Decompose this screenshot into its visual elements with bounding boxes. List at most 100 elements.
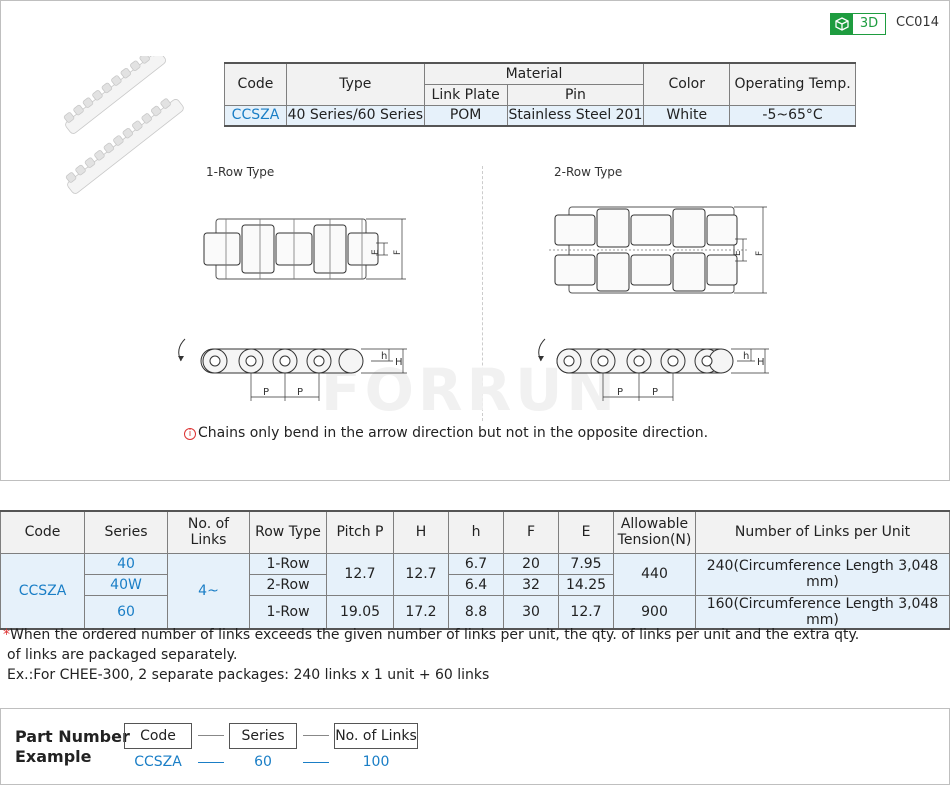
table-row: 40W 2-Row 6.4 32 14.25 bbox=[1, 573, 950, 596]
col-links: No. of Links bbox=[167, 510, 250, 554]
one-row-label: 1-Row Type bbox=[206, 165, 275, 179]
col-H: H bbox=[393, 510, 449, 554]
spec-header-color: Color bbox=[643, 62, 731, 106]
footnote-line-3: Ex.:For CHEE-300, 2 separate packages: 2… bbox=[7, 667, 490, 683]
dim-p-1: P bbox=[263, 387, 269, 398]
cell-pitch: 12.7 bbox=[326, 552, 394, 596]
one-row-side-diagram: h H P P bbox=[178, 338, 407, 401]
dim-p-4: P bbox=[652, 387, 658, 398]
pn-value-separator bbox=[303, 762, 329, 763]
col-F: F bbox=[503, 510, 559, 554]
product-code: CC014 bbox=[896, 15, 939, 30]
two-row-side-diagram: h H P P bbox=[538, 338, 769, 401]
part-number-title-2: Example bbox=[15, 747, 92, 766]
dim-p-2: P bbox=[297, 387, 303, 398]
part-number-title: Part Number Example bbox=[15, 727, 130, 767]
bend-note-text: Chains only bend in the arrow direction … bbox=[198, 425, 709, 441]
cell-row-type: 1-Row bbox=[249, 552, 327, 575]
pn-field-series: Series bbox=[229, 723, 297, 749]
dimension-table: Code Series No. of Links Row Type Pitch … bbox=[0, 510, 950, 630]
product-photo bbox=[63, 56, 184, 194]
spec-table: Code Type Material Color Operating Temp.… bbox=[224, 62, 856, 127]
table-row: 60 1-Row 19.05 17.2 8.8 30 12.7 900 160(… bbox=[1, 594, 950, 629]
footnote-line-2: of links are packaged separately. bbox=[7, 647, 238, 663]
col-tension: Allowable Tension(N) bbox=[613, 510, 696, 554]
cell-h: 6.7 bbox=[448, 552, 504, 575]
spec-link-plate: POM bbox=[423, 104, 508, 127]
cell-code: CCSZA bbox=[0, 552, 85, 629]
pn-separator bbox=[303, 735, 329, 736]
table-row: CCSZA 40 4~ 1-Row 12.7 12.7 6.7 20 7.95 … bbox=[0, 552, 950, 629]
dim-h-large: H bbox=[395, 357, 403, 368]
footnote-line-1: *When the ordered number of links exceed… bbox=[3, 627, 859, 643]
spec-header-pin: Pin bbox=[506, 83, 645, 106]
info-icon: i bbox=[184, 428, 196, 440]
cell-links: 4~ bbox=[167, 552, 250, 629]
cell-series: 40 bbox=[84, 552, 168, 575]
col-h: h bbox=[448, 510, 504, 554]
dim-f-label: F bbox=[393, 250, 403, 255]
spec-pin: Stainless Steel 201 bbox=[506, 104, 645, 127]
pn-value-series: 60 bbox=[254, 754, 272, 770]
part-number-title-1: Part Number bbox=[15, 727, 130, 746]
dim-h-large-2: H bbox=[757, 357, 765, 368]
spec-type: 40 Series/60 Series bbox=[285, 104, 425, 127]
cell-row-type: 1-Row bbox=[249, 594, 327, 629]
pn-separator bbox=[198, 735, 224, 736]
cell-E: 12.7 bbox=[558, 594, 614, 629]
cell-series: 40W bbox=[84, 573, 168, 596]
cube-icon bbox=[831, 14, 853, 34]
dim-e-label-2: E bbox=[733, 250, 743, 256]
cell-pitch: 19.05 bbox=[326, 594, 394, 629]
two-row-top-diagram: E F bbox=[549, 206, 767, 294]
spec-header-link-plate: Link Plate bbox=[423, 83, 508, 106]
cell-F: 20 bbox=[503, 552, 559, 575]
spec-code: CCSZA bbox=[224, 104, 287, 127]
col-series: Series bbox=[84, 510, 168, 554]
pn-value-separator bbox=[198, 762, 224, 763]
spec-temp: -5~65°C bbox=[729, 104, 856, 127]
3d-label: 3D bbox=[859, 16, 879, 31]
cell-per-unit: 240(Circumference Length 3,048 mm) bbox=[695, 552, 950, 596]
cell-E: 14.25 bbox=[558, 573, 614, 596]
col-per-unit: Number of Links per Unit bbox=[695, 510, 950, 554]
dim-p-3: P bbox=[617, 387, 623, 398]
col-E: E bbox=[558, 510, 614, 554]
two-row-label: 2-Row Type bbox=[554, 165, 623, 179]
cell-per-unit: 160(Circumference Length 3,048 mm) bbox=[695, 594, 950, 629]
product-panel: 3D CC014 Code Type Material bbox=[0, 0, 950, 481]
cell-F: 30 bbox=[503, 594, 559, 629]
diagram-divider bbox=[482, 166, 483, 421]
spec-header-temp: Operating Temp. bbox=[729, 62, 856, 106]
pn-field-code: Code bbox=[124, 723, 192, 749]
cell-tension: 440 bbox=[613, 552, 696, 596]
3d-model-button[interactable]: 3D bbox=[830, 13, 886, 35]
dim-h-small: h bbox=[381, 351, 387, 362]
cell-h: 8.8 bbox=[448, 594, 504, 629]
pn-field-links: No. of Links bbox=[334, 723, 418, 749]
cell-series: 60 bbox=[84, 594, 168, 629]
part-number-example: Part Number Example Code Series No. of L… bbox=[0, 708, 950, 785]
pn-value-code: CCSZA bbox=[134, 754, 182, 770]
spec-header-code: Code bbox=[224, 62, 287, 106]
spec-color: White bbox=[643, 104, 731, 127]
spec-header-material: Material bbox=[423, 62, 645, 85]
cell-F: 32 bbox=[503, 573, 559, 596]
col-code: Code bbox=[0, 510, 85, 554]
cell-E: 7.95 bbox=[558, 552, 614, 575]
dim-h-small-2: h bbox=[743, 351, 749, 362]
cell-H: 12.7 bbox=[393, 552, 449, 596]
footnote-star: * bbox=[3, 627, 10, 643]
col-row-type: Row Type bbox=[249, 510, 327, 554]
dim-e-label: E bbox=[371, 249, 381, 255]
cell-h: 6.4 bbox=[448, 573, 504, 596]
cell-H: 17.2 bbox=[393, 594, 449, 629]
one-row-top-diagram: E F bbox=[203, 218, 406, 280]
footnote-text-1: When the ordered number of links exceeds… bbox=[10, 627, 860, 643]
pn-value-links: 100 bbox=[362, 754, 390, 770]
col-pitch: Pitch P bbox=[326, 510, 394, 554]
dim-f-label-2: F bbox=[755, 251, 765, 256]
cell-row-type: 2-Row bbox=[249, 573, 327, 596]
cell-tension: 900 bbox=[613, 594, 696, 629]
